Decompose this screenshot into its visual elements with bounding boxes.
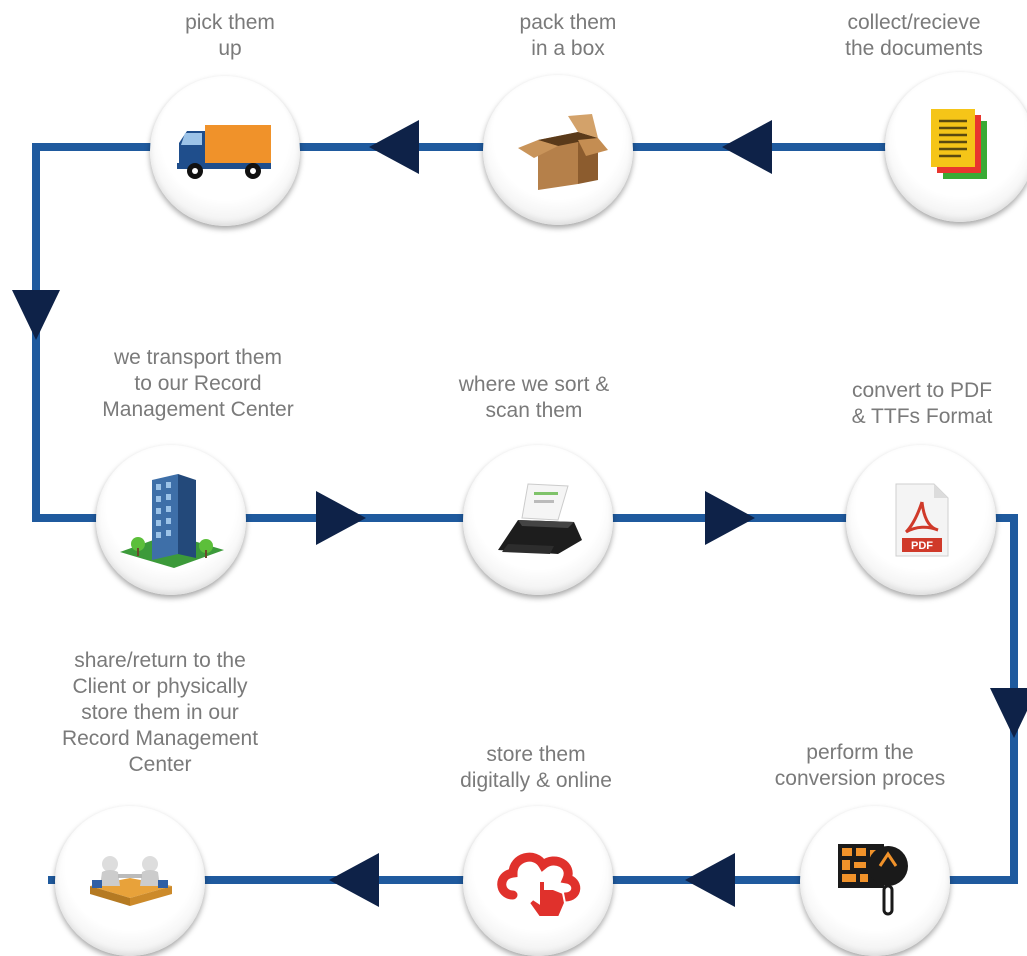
step-label-share-return: share/return to the Client or physically… — [61, 649, 259, 776]
step-node-store-online — [463, 806, 613, 956]
flow-arrow — [685, 853, 735, 907]
step-node-perform — [800, 806, 950, 956]
flow-arrow — [369, 120, 419, 174]
step-node-sort-scan — [463, 445, 613, 595]
step-node-pack — [483, 75, 633, 225]
step-node-collect — [885, 72, 1027, 222]
flow-arrow — [722, 120, 772, 174]
step-label-collect: collect/recieve the documents — [845, 11, 983, 60]
pdf-file-icon: PDF — [895, 483, 949, 557]
flow-arrow — [990, 688, 1027, 738]
flow-arrow — [316, 491, 366, 545]
step-label-pickup: pick them up — [185, 11, 275, 60]
documents-icon — [931, 109, 987, 179]
step-node-share-return — [55, 806, 205, 956]
flow-arrow — [12, 290, 60, 340]
step-label-transport: we transport them to our Record Manageme… — [102, 346, 294, 421]
truck-icon — [177, 125, 271, 179]
step-node-transport — [96, 445, 246, 595]
step-node-convert: PDF — [846, 445, 996, 595]
step-label-convert: convert to PDF & TTFs Format — [851, 379, 993, 428]
step-node-pickup — [150, 76, 300, 226]
scanner-icon — [498, 483, 582, 554]
step-label-perform: perform the conversion proces — [774, 741, 946, 790]
step-label-store-online: store them digitally & online — [460, 743, 612, 792]
cloud-click-icon — [497, 852, 581, 918]
flow-arrow — [329, 853, 379, 907]
step-label-sort-scan: where we sort & scan them — [458, 373, 610, 422]
handshake-icon — [90, 856, 172, 906]
building-icon — [120, 474, 224, 568]
box-icon — [518, 114, 608, 190]
flow-arrow — [705, 491, 755, 545]
conversion-chip-icon — [838, 844, 908, 916]
step-label-pack: pack them in a box — [519, 11, 617, 60]
svg-text:PDF: PDF — [911, 540, 933, 552]
